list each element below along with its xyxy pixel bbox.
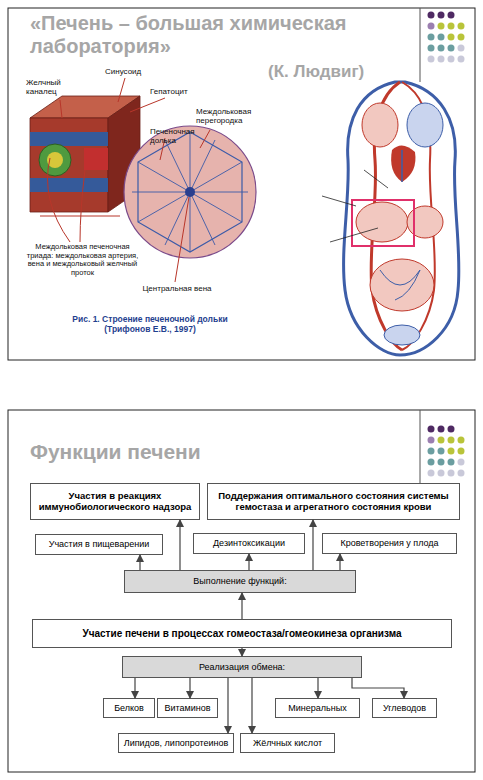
- flow-arrow: [134, 678, 135, 698]
- process-box: Участие печени в процессах гомеостаза/го…: [32, 619, 452, 648]
- box-text: Белков: [114, 703, 144, 713]
- box-text: Минеральных: [288, 703, 346, 713]
- box-text: Дезинтоксикации: [213, 538, 285, 548]
- part-label: Желчный каналец: [26, 78, 81, 96]
- flow-arrow: [241, 593, 242, 619]
- box-text: Витаминов: [164, 703, 210, 713]
- flow-arrow: [139, 555, 140, 570]
- process-box: Жёлчных кислот: [240, 733, 335, 753]
- process-box: Участия в пищеварении: [35, 534, 163, 555]
- flow-arrow: [189, 678, 190, 698]
- process-box: Кроветворения у плода: [322, 533, 457, 554]
- part-label: Междольковая печеночная триада: междольк…: [25, 243, 140, 278]
- slide-title: Функции печени: [30, 440, 330, 464]
- part-label: Синусоид: [105, 67, 165, 76]
- flow-arrow: [251, 678, 252, 733]
- dot-grid: [428, 426, 465, 477]
- part-label: Центральная вена: [142, 284, 212, 293]
- process-box: Липидов, липопротеинов: [118, 733, 234, 753]
- part-label: (К. Людвиг): [268, 62, 378, 82]
- circulation-illustration: [322, 82, 459, 355]
- box-text: Углеводов: [383, 703, 426, 713]
- part-label: Междольковая перегородка: [196, 107, 276, 125]
- box-text: Жёлчных кислот: [253, 738, 322, 748]
- box-text: Выполнение функций:: [193, 576, 286, 586]
- box-text: Участие печени в процессах гомеостаза/го…: [82, 628, 401, 640]
- flow-arrow: [339, 554, 340, 570]
- box-text: Липидов, липопротеинов: [124, 738, 229, 748]
- dot-grid: [428, 12, 465, 63]
- flow-arrow: [312, 520, 313, 570]
- box-text: Поддержания оптимального состояния систе…: [211, 491, 456, 513]
- process-box: Минеральных: [275, 698, 360, 718]
- process-box: Выполнение функций:: [124, 570, 356, 593]
- process-box: Углеводов: [372, 698, 437, 718]
- process-box: Участия в реакциях иммунобиологического …: [30, 483, 200, 520]
- process-box: Дезинтоксикации: [193, 533, 305, 554]
- box-text: Участия в реакциях иммунобиологического …: [34, 491, 196, 513]
- process-box: Поддержания оптимального состояния систе…: [207, 483, 460, 520]
- divider-line: [420, 8, 421, 82]
- box-text: Кроветворения у плода: [340, 538, 438, 548]
- box-text: Реализация обмена:: [199, 662, 285, 672]
- flow-arrow: [317, 678, 318, 698]
- flow-arrow: [241, 648, 242, 656]
- divider-line: [420, 410, 421, 490]
- slide-frame: [8, 8, 475, 360]
- flow-arrow: [352, 678, 404, 698]
- flow-arrow: [227, 678, 228, 733]
- slide-title: «Печень – большая химическая лаборатория…: [30, 12, 410, 58]
- figure-caption: Рис. 1. Строение печеночной дольки (Триф…: [50, 315, 250, 335]
- process-box: Реализация обмена:: [122, 656, 362, 678]
- part-label: Гепатоцит: [150, 87, 210, 96]
- flow-arrow: [179, 520, 180, 570]
- process-box: Белков: [103, 698, 155, 718]
- part-label: Печеночная долька: [150, 127, 205, 145]
- box-text: Участия в пищеварении: [49, 539, 150, 549]
- slide-frame: [8, 410, 475, 772]
- process-box: Витаминов: [157, 698, 218, 718]
- flow-arrow: [248, 554, 249, 570]
